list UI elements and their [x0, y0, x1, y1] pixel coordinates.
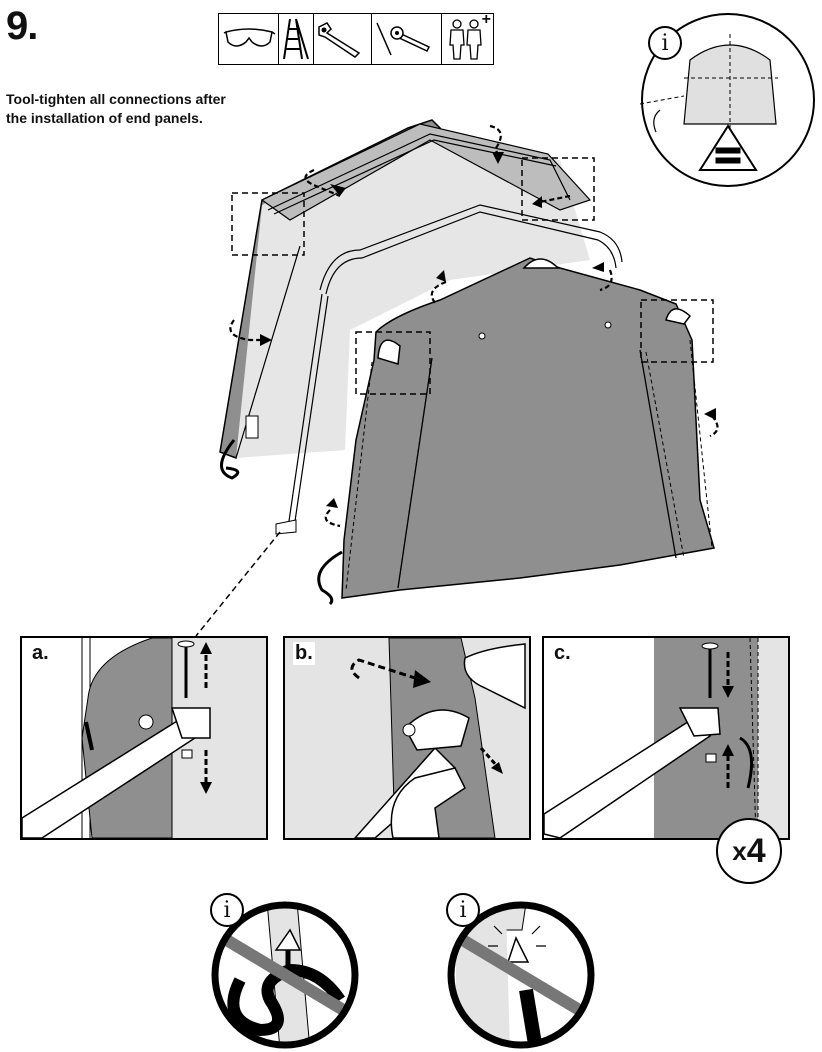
info-icon: i [648, 26, 682, 60]
arrowhead [326, 498, 338, 508]
detail-callout-box [355, 331, 431, 395]
frame-poles [235, 133, 623, 529]
bracket-removal-illustration [285, 638, 529, 838]
shelter-interior [236, 128, 590, 458]
bolt-assembly-illustration [22, 638, 266, 838]
panel-letter: a. [30, 642, 51, 665]
repeat-prefix: x [732, 835, 747, 866]
two-person-icon: + [442, 11, 493, 64]
adjustable-wrench-icon [314, 14, 372, 64]
detail-panel-a: a. [20, 636, 268, 840]
detail-callout-box [231, 192, 305, 256]
ladder-icon [279, 14, 314, 64]
front-end-panel [341, 257, 715, 599]
instruction-text: Tool-tighten all connections after the i… [6, 91, 226, 126]
required-tools-strip: + [218, 11, 494, 65]
info-level-check [639, 13, 815, 187]
arrowhead [260, 334, 272, 346]
detail-panel-c: c. [542, 636, 790, 840]
arrowhead [330, 184, 346, 196]
arrowhead [436, 270, 446, 282]
socket-wrench-icon [372, 14, 442, 64]
arrowhead [592, 262, 604, 272]
arrowhead [532, 196, 542, 208]
warning-do-not-illustration-right [447, 901, 595, 1049]
detail-panel-b: b. [283, 636, 531, 840]
bolt-tighten-illustration [544, 638, 788, 838]
panel-letter: c. [552, 642, 573, 665]
plus-badge: + [481, 11, 491, 28]
info-icon: i [446, 893, 480, 927]
arrowhead [492, 152, 504, 164]
step-number: 9. [6, 4, 38, 48]
arrowhead [704, 408, 716, 420]
info-icon: i [210, 893, 244, 927]
panel-letter: b. [293, 642, 315, 665]
detail-callout-box [640, 299, 714, 363]
safety-glasses-icon [219, 14, 280, 64]
detail-callout-box [521, 157, 595, 221]
roof-cover [260, 123, 592, 221]
repeat-count: 4 [746, 831, 766, 870]
warning-do-not-illustration-left [211, 901, 359, 1049]
